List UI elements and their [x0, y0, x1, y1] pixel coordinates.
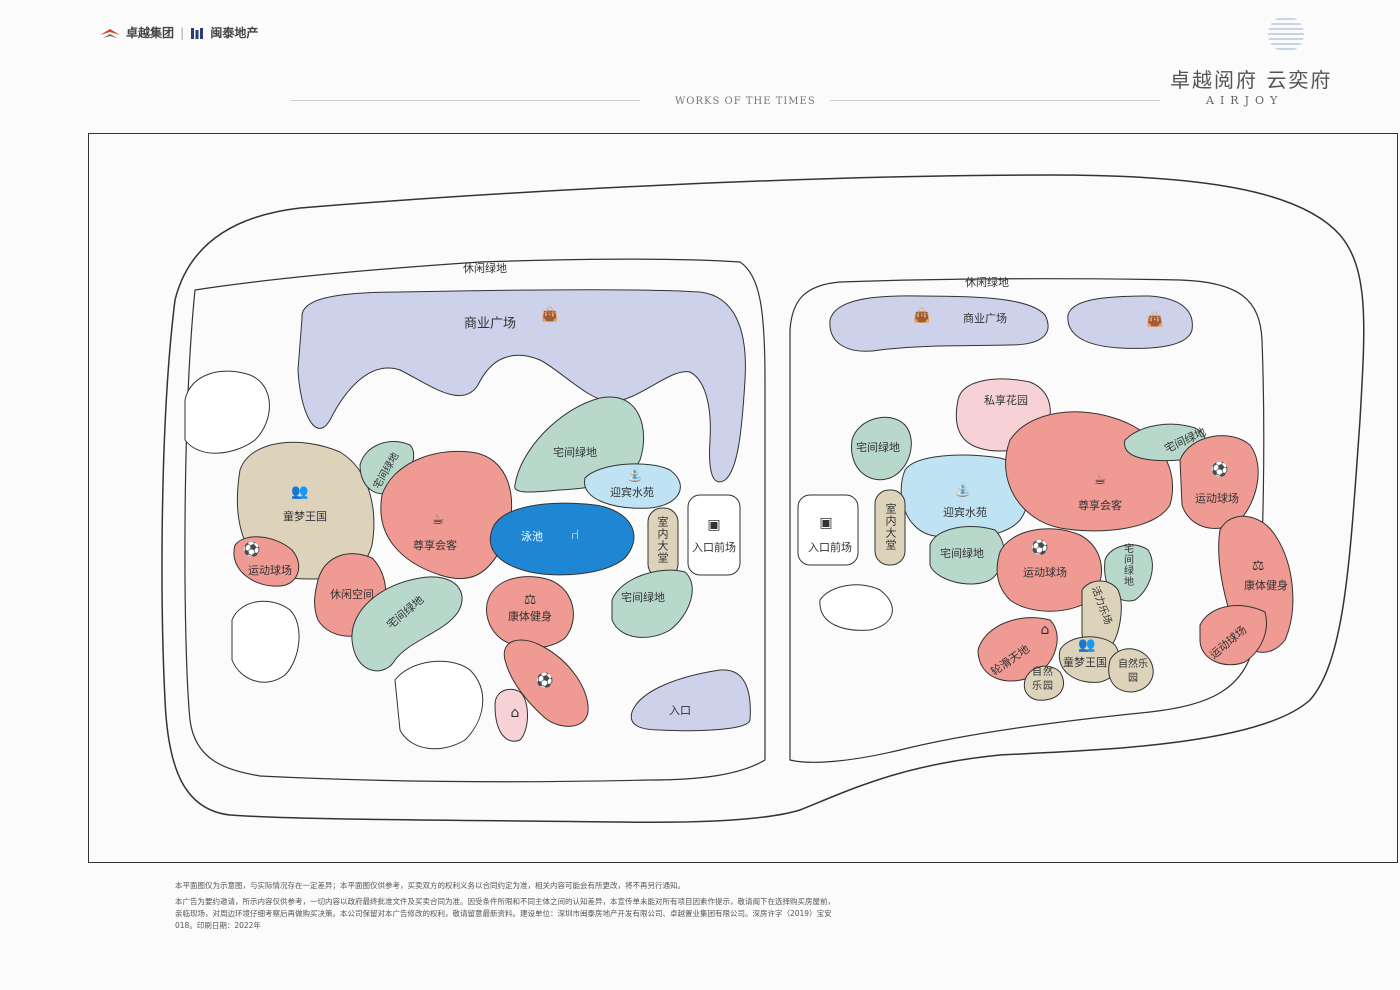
zone-welcome-water-left	[584, 463, 681, 509]
people-icon: 👥	[291, 484, 309, 500]
zone-clubhouse-left	[380, 450, 512, 580]
zone-fitness-left	[486, 576, 574, 649]
tagline: WORKS OF THE TIMES	[675, 96, 816, 107]
label-sports-court: 运动球场	[1023, 566, 1067, 579]
blob-white	[819, 584, 893, 631]
label-green: 宅间绿地	[940, 547, 984, 560]
partner-logo-icon	[191, 27, 204, 39]
label-pool: 泳池	[521, 530, 543, 543]
ball-icon: ⚽	[536, 673, 554, 689]
label-kids-kingdom: 童梦王国	[1063, 656, 1107, 669]
shopping-bag-icon: 👜	[1146, 312, 1164, 328]
zone-court-left	[233, 536, 300, 587]
zone-nature-park-2	[1108, 648, 1154, 693]
globe-icon	[1268, 18, 1304, 50]
label-fitness: 康体健身	[508, 610, 552, 623]
zone-lobby-right	[874, 489, 906, 566]
label-fitness: 康体健身	[1244, 579, 1288, 592]
zone-entrance-bottom	[630, 669, 751, 732]
zone-green-left-bottom	[351, 576, 463, 672]
fountain-icon: ⛲	[626, 467, 644, 483]
label-sports-court: 运动球场	[248, 564, 292, 577]
zone-court-right-3	[1199, 605, 1267, 666]
developer-logo: 卓越集团 | 闽泰地产	[100, 24, 258, 41]
divider	[830, 100, 1160, 101]
zone-commercial-right	[829, 295, 1049, 352]
label-clubhouse: 尊享会客	[1078, 499, 1122, 512]
stroller-icon: ⌂	[510, 705, 520, 721]
dumbbell-icon: ⚖	[1251, 558, 1265, 574]
zone-green-right-1	[851, 416, 912, 481]
zone-nature-park-1	[1023, 665, 1064, 701]
map-frame	[88, 133, 1398, 863]
label-lobby: 室内大堂	[884, 503, 897, 551]
label-leisure-green: 休闲绿地	[463, 262, 507, 275]
disclaimer-line: 本广告为要约邀请，所示内容仅供参考，一切内容以政府最终批准文件及买卖合同为准。因…	[175, 897, 835, 930]
door-icon: ▣	[707, 517, 721, 533]
label-entrance-plaza: 入口前场	[692, 541, 736, 554]
label-nature-park: 自然乐园	[1118, 659, 1148, 684]
zone-court-oblong	[503, 639, 589, 727]
label-welcome-water: 迎宾水苑	[610, 486, 654, 499]
label-welcome-water: 迎宾水苑	[943, 506, 987, 519]
label-green: 宅间绿地	[553, 446, 597, 459]
project-name: 卓越阅府 云奕府	[1170, 68, 1333, 92]
stroller-icon: ⌂	[1040, 622, 1050, 638]
inner-road-left	[184, 258, 766, 783]
shopping-bag-icon: 👜	[913, 308, 931, 324]
project-name-en: AIRJOY	[1206, 94, 1284, 107]
label-private-garden: 私享花园	[984, 394, 1028, 407]
shopping-bag-icon: 👜	[541, 307, 559, 323]
outer-road	[161, 174, 1365, 824]
inner-road-right	[789, 278, 1265, 763]
label-leisure-space: 休闲空间	[330, 588, 374, 601]
beach-chair-icon: ⑁	[570, 527, 580, 543]
zone-green-right-mid	[611, 569, 693, 638]
zone-court-right-1	[1179, 435, 1259, 529]
label-green: 宅间绿地	[1121, 543, 1133, 587]
label-entrance: 入口	[669, 704, 691, 717]
developer-name: 卓越集团	[126, 26, 175, 40]
label-kids-kingdom: 童梦王国	[283, 510, 327, 523]
label-commercial-plaza: 商业广场	[963, 312, 1007, 325]
divider	[290, 100, 640, 101]
zone-welcome-water-right	[900, 454, 1029, 539]
blob-white	[231, 600, 300, 683]
dumbbell-icon: ⚖	[523, 592, 537, 608]
ball-icon: ⚽	[1211, 462, 1229, 478]
zone-commercial-right-2	[1067, 295, 1193, 349]
zone-commercial-plaza	[297, 289, 746, 483]
zone-pool	[489, 502, 635, 576]
door-icon: ▣	[819, 515, 833, 531]
label-clubhouse: 尊享会客	[413, 539, 457, 552]
fountain-icon: ⛲	[954, 482, 972, 498]
label-lobby: 室内大堂	[656, 516, 669, 564]
disclaimer-line: 本平面图仅为示意图，与实际情况存在一定差异；本平面图仅供参考，买卖双方的权利义务…	[175, 881, 685, 890]
developer-logo-icon	[100, 28, 120, 38]
coffee-cup-icon: ☕	[1093, 472, 1107, 488]
zone-entrance-right	[797, 494, 859, 566]
label-green: 宅间绿地	[856, 441, 900, 454]
disclaimer: 本平面图仅为示意图，与实际情况存在一定差异；本平面图仅供参考，买卖双方的权利义务…	[175, 880, 835, 932]
label-sports-court: 运动球场	[1195, 492, 1239, 505]
partner-name: 闽泰地产	[210, 26, 259, 40]
coffee-cup-icon: ☕	[431, 512, 445, 528]
zone-entrance-left	[687, 494, 741, 576]
people-icon: 👥	[1078, 637, 1096, 653]
label-commercial-plaza: 商业广场	[463, 316, 517, 332]
label-nature-park: 自然乐园	[1032, 667, 1054, 692]
zone-skating	[977, 617, 1058, 682]
label-leisure-green: 休闲绿地	[965, 276, 1009, 289]
blob-white	[184, 370, 270, 454]
zone-stroller	[494, 688, 528, 742]
label-entrance-plaza: 入口前场	[808, 541, 852, 554]
blob-white	[394, 660, 484, 750]
label-green: 宅间绿地	[621, 591, 665, 604]
project-logo: 卓越阅府 云奕府 AIRJOY	[1170, 14, 1350, 114]
ball-icon: ⚽	[243, 542, 261, 558]
ball-icon: ⚽	[1031, 540, 1049, 556]
